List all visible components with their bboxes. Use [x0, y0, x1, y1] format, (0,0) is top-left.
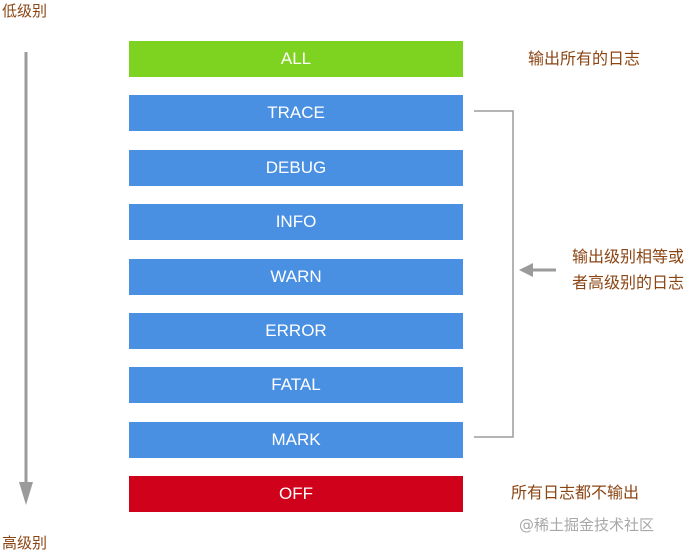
severity-axis-arrowhead — [19, 482, 33, 505]
level-label: OFF — [279, 484, 313, 503]
level-bar-info: INFO — [129, 204, 463, 240]
level-bar-fatal: FATAL — [129, 367, 463, 403]
watermark: @稀土掘金技术社区 — [519, 516, 655, 534]
range-pointer-arrowhead — [519, 263, 533, 277]
note-line-2: 者高级别的日志 — [572, 273, 685, 292]
note-no-logs: 所有日志都不输出 — [511, 483, 640, 502]
level-label: FATAL — [271, 375, 321, 394]
high-level-label: 高级别 — [2, 534, 48, 552]
level-label: INFO — [275, 212, 317, 231]
level-bar-debug: DEBUG — [129, 150, 463, 186]
low-level-label: 低级别 — [2, 2, 48, 20]
note-equal-or-higher: 输出级别相等或 者高级别的日志 — [572, 244, 684, 296]
level-label: DEBUG — [265, 158, 327, 177]
level-bar-warn: WARN — [129, 259, 463, 295]
range-bracket — [474, 110, 514, 438]
level-bar-trace: TRACE — [129, 95, 463, 131]
level-bar-mark: MARK — [129, 422, 463, 458]
level-label: MARK — [271, 430, 321, 449]
level-bar-off: OFF — [129, 476, 463, 512]
level-label: ERROR — [265, 321, 327, 340]
level-label: WARN — [270, 267, 322, 286]
note-line-1: 输出级别相等或 — [572, 247, 685, 266]
note-all-logs: 输出所有的日志 — [528, 49, 641, 68]
level-bar-all: ALL — [129, 41, 463, 77]
level-label: TRACE — [267, 103, 325, 122]
level-label: ALL — [280, 49, 312, 68]
level-bar-error: ERROR — [129, 313, 463, 349]
